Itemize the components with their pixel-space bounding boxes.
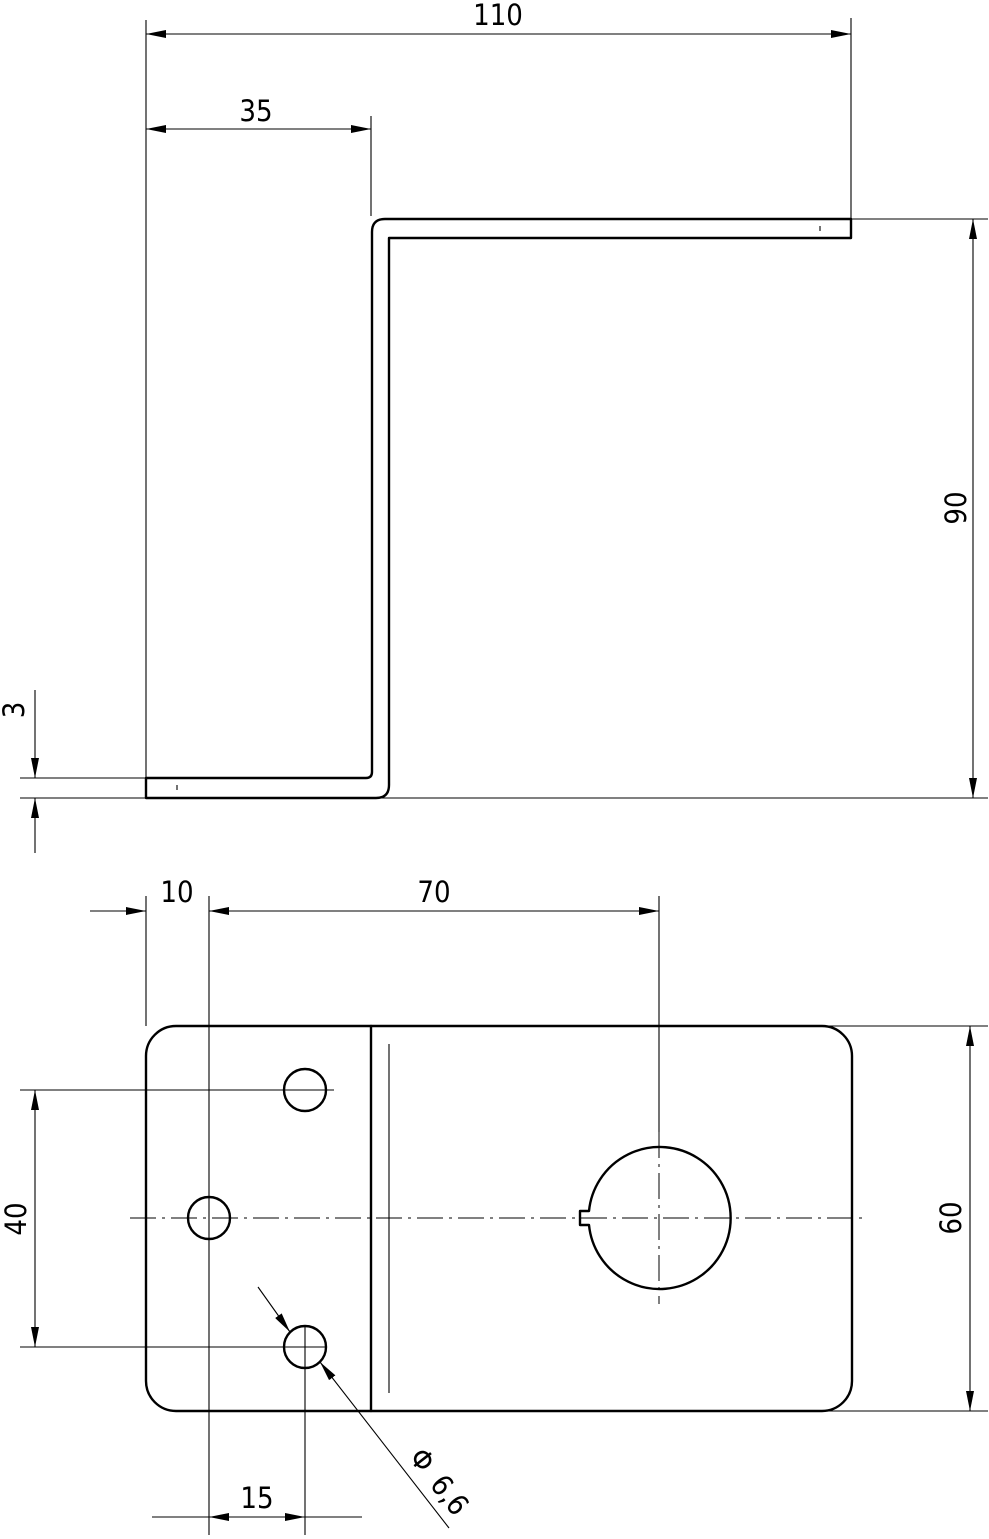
dim-text-35: 35: [239, 94, 272, 128]
dim-text-110: 110: [473, 0, 523, 32]
side-view: 110 35 90 3: [0, 0, 988, 853]
dim-text-10: 10: [160, 875, 193, 909]
diameter-value: 6,6: [423, 1468, 475, 1522]
diameter-leader-inner: [319, 1361, 450, 1529]
dim-text-70: 70: [417, 875, 450, 909]
dim-text-15: 15: [240, 1481, 273, 1515]
dim-text-90: 90: [939, 491, 973, 524]
dim-text-40: 40: [0, 1202, 33, 1235]
dim-text-60: 60: [934, 1201, 968, 1234]
bracket-profile: [144, 217, 853, 800]
dim-text-3: 3: [0, 702, 31, 719]
bore-with-keyway: [578, 1145, 732, 1291]
diameter-leader-outer: [257, 1286, 291, 1333]
diameter-symbol: Φ: [402, 1441, 441, 1478]
plan-view: 10 70 40 60 15 Φ 6,6: [0, 875, 988, 1535]
